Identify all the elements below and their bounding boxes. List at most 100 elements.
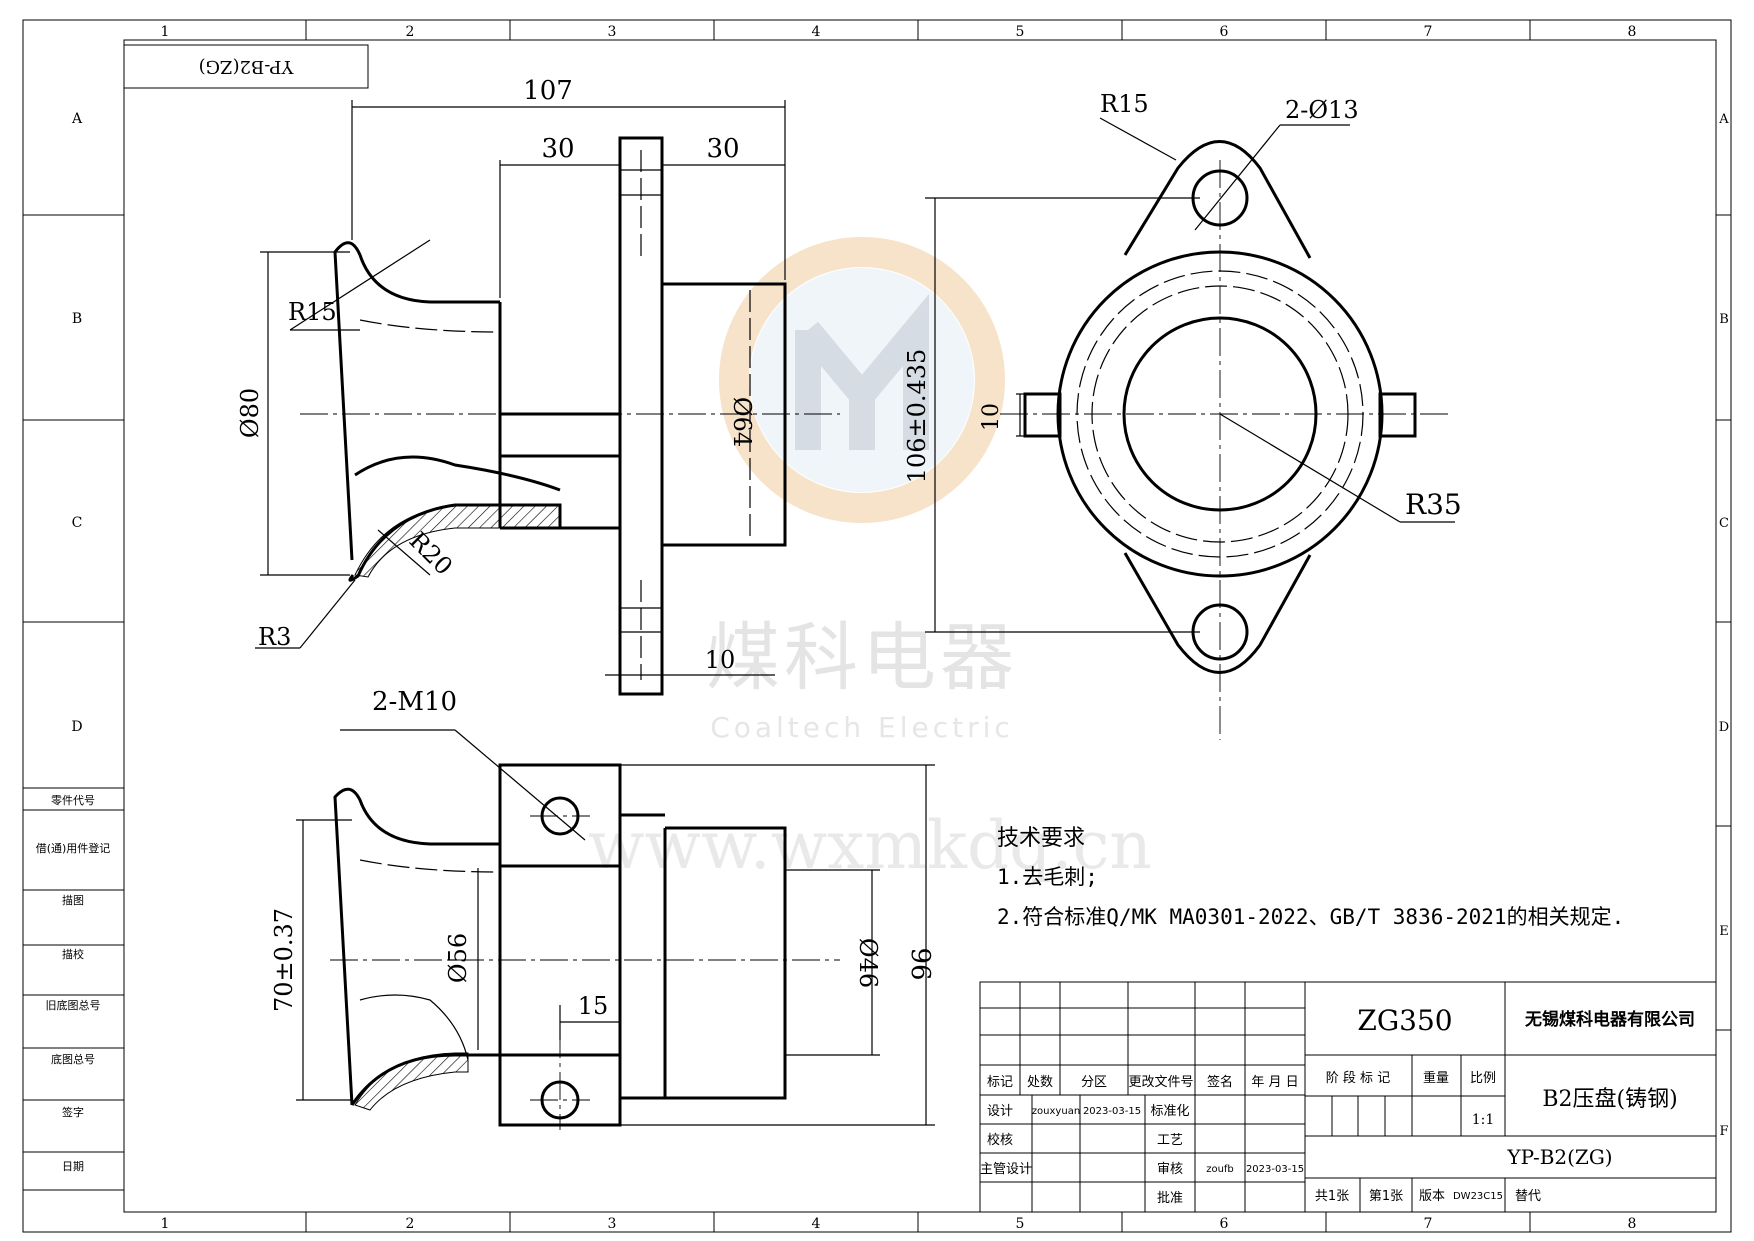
dim-70: 70±0.37: [270, 908, 298, 1012]
watermark-url: www.wxmkdq.cn: [588, 807, 1152, 884]
lbl-approve: 批准: [1157, 1191, 1183, 1206]
bottom-ruler: 1 2 3 4 5 6 7 8: [161, 1212, 1637, 1232]
zone-col-bottom-6: 6: [1220, 1216, 1229, 1232]
zone-row-right-F: F: [1719, 1124, 1728, 1139]
zone-col-top-7: 7: [1424, 24, 1433, 40]
zone-col-bottom-3: 3: [608, 1216, 617, 1232]
front-view: 2-M10 70±0.37 Ø56 15 Ø46 96: [270, 687, 935, 1130]
dim-r15-side: R15: [288, 298, 337, 326]
title-block: ZG350 无锡煤科电器有限公司 B2压盘(铸钢) YP-B2(ZG) 标记 处…: [979, 981, 1717, 1213]
dim-107: 107: [523, 76, 573, 106]
lbl-review: 审核: [1157, 1162, 1183, 1177]
hdr-change: 更改文件号: [1128, 1075, 1193, 1090]
left-zone-rows: A B C D: [23, 111, 124, 735]
sheets-total: 共1张: [1315, 1189, 1349, 1204]
review-date: 2023-03-15: [1246, 1164, 1304, 1175]
part-code: ZG350: [1357, 1004, 1452, 1037]
lbl-check: 校核: [987, 1132, 1013, 1148]
dim-r35: R35: [1405, 488, 1462, 521]
scale-value: 1:1: [1472, 1112, 1495, 1128]
watermark: 煤科电器 Coaltech Electric www.wxmkdq.cn: [588, 237, 1152, 884]
front-section-hatch: [354, 1052, 469, 1111]
watermark-en: Coaltech Electric: [710, 711, 1014, 744]
dim-r15-top: R15: [1100, 90, 1149, 118]
hdr-count: 处数: [1027, 1075, 1053, 1090]
dim-holes: 2-Ø13: [1285, 96, 1359, 124]
lbl-chief: 主管设计: [980, 1162, 1032, 1177]
lbl-weight: 重量: [1423, 1070, 1449, 1086]
hdr-sign: 签名: [1207, 1074, 1233, 1090]
dim-dia-80: Ø80: [236, 388, 264, 438]
version-code: DW23C15: [1453, 1191, 1503, 1202]
technical-notes: 技术要求 1.去毛刺; 2.符合标准Q/MK MA0301-2022、GB/T …: [997, 826, 1624, 929]
watermark-logo-ring: [719, 237, 1005, 523]
notes-item-1: 1.去毛刺;: [997, 865, 1098, 889]
side-section-view: 107 30 30 R15 Ø80 Ø64 R20 R3 10: [236, 76, 840, 696]
zone-col-top-6: 6: [1220, 24, 1229, 40]
hdr-date: 年 月 日: [1251, 1075, 1298, 1090]
dim-30-right: 30: [706, 134, 739, 164]
zone-row-right-B: B: [1719, 312, 1729, 327]
part-name: B2压盘(铸钢): [1542, 1087, 1677, 1112]
notes-item-2: 2.符合标准Q/MK MA0301-2022、GB/T 3836-2021的相关…: [997, 905, 1624, 929]
flange-outline: [618, 136, 664, 696]
zone-col-bottom-5: 5: [1016, 1216, 1025, 1232]
zone-col-bottom-8: 8: [1628, 1216, 1637, 1232]
dim-10-side: 10: [705, 646, 736, 674]
zone-row-left-A: A: [71, 111, 83, 127]
dim-m10: 2-M10: [372, 687, 457, 717]
hdr-zone: 分区: [1081, 1075, 1107, 1090]
bell-section-hatch: [354, 505, 561, 578]
corner-code: YP-B2(ZG): [199, 56, 295, 77]
dim-106: 106±0.435: [903, 349, 931, 484]
dim-r3: R3: [258, 623, 291, 651]
zone-col-top-3: 3: [608, 24, 617, 40]
lbl-scale: 比例: [1470, 1071, 1496, 1086]
left-record-strip: 零件代号 借(通)用件登记 描图 描校 旧底图总号 底图总号 签字 日期: [23, 787, 124, 1191]
zone-col-top-2: 2: [406, 24, 415, 40]
top-flange-outline: [1123, 140, 1312, 674]
reviewer-name: zoufb: [1206, 1164, 1234, 1175]
strip-date: 日期: [62, 1160, 84, 1173]
lbl-version: 版本: [1419, 1189, 1445, 1204]
zone-row-right-E: E: [1719, 924, 1729, 939]
strip-master-total: 底图总号: [51, 1052, 95, 1066]
designer-name: zouxyuan: [1032, 1106, 1080, 1117]
zone-col-bottom-4: 4: [812, 1216, 821, 1232]
watermark-cn: 煤科电器: [706, 615, 1018, 701]
lbl-process: 工艺: [1157, 1133, 1183, 1148]
zone-col-top-8: 8: [1628, 24, 1637, 40]
watermark-logo-mark: [795, 294, 929, 450]
zone-col-bottom-2: 2: [406, 1216, 415, 1232]
strip-borrow-register: 借(通)用件登记: [36, 841, 111, 855]
bell-mouth-top: [333, 241, 431, 561]
dim-dia-64: Ø64: [728, 397, 756, 447]
dim-10-top: 10: [979, 403, 1004, 431]
zone-row-right-A: A: [1718, 112, 1729, 127]
zone-row-right-D: D: [1719, 720, 1729, 735]
dim-dia-56: Ø56: [444, 933, 472, 983]
hdr-mark: 标记: [987, 1075, 1013, 1090]
lbl-design: 设计: [987, 1104, 1013, 1119]
dim-dia-46: Ø46: [854, 938, 882, 988]
strip-part-code: 零件代号: [51, 794, 95, 807]
zone-col-bottom-1: 1: [161, 1216, 170, 1232]
zone-row-right-C: C: [1719, 516, 1729, 531]
company-name: 无锡煤科电器有限公司: [1524, 1009, 1695, 1030]
drawing-number: YP-B2(ZG): [1506, 1145, 1612, 1169]
drawing-frame: 1 2 3 4 5 6 7 8 1 2 3 4 5 6 7 8: [22, 19, 1732, 1233]
zone-col-bottom-7: 7: [1424, 1216, 1433, 1232]
lbl-stage: 阶 段 标 记: [1326, 1071, 1390, 1086]
strip-trace-check: 描校: [62, 947, 84, 961]
lbl-standard: 标准化: [1150, 1104, 1189, 1119]
right-zone-rows: A B C D E F: [1716, 112, 1731, 1139]
top-view: R15 2-Ø13 106±0.435 10 R35: [903, 90, 1462, 740]
dim-96: 96: [905, 947, 935, 980]
lbl-replace: 替代: [1515, 1189, 1541, 1204]
zone-col-top-5: 5: [1016, 24, 1025, 40]
zone-col-top-4: 4: [812, 24, 821, 40]
dim-30-left: 30: [541, 134, 574, 164]
corner-code-box: [123, 44, 369, 89]
strip-signature: 签字: [62, 1105, 84, 1119]
